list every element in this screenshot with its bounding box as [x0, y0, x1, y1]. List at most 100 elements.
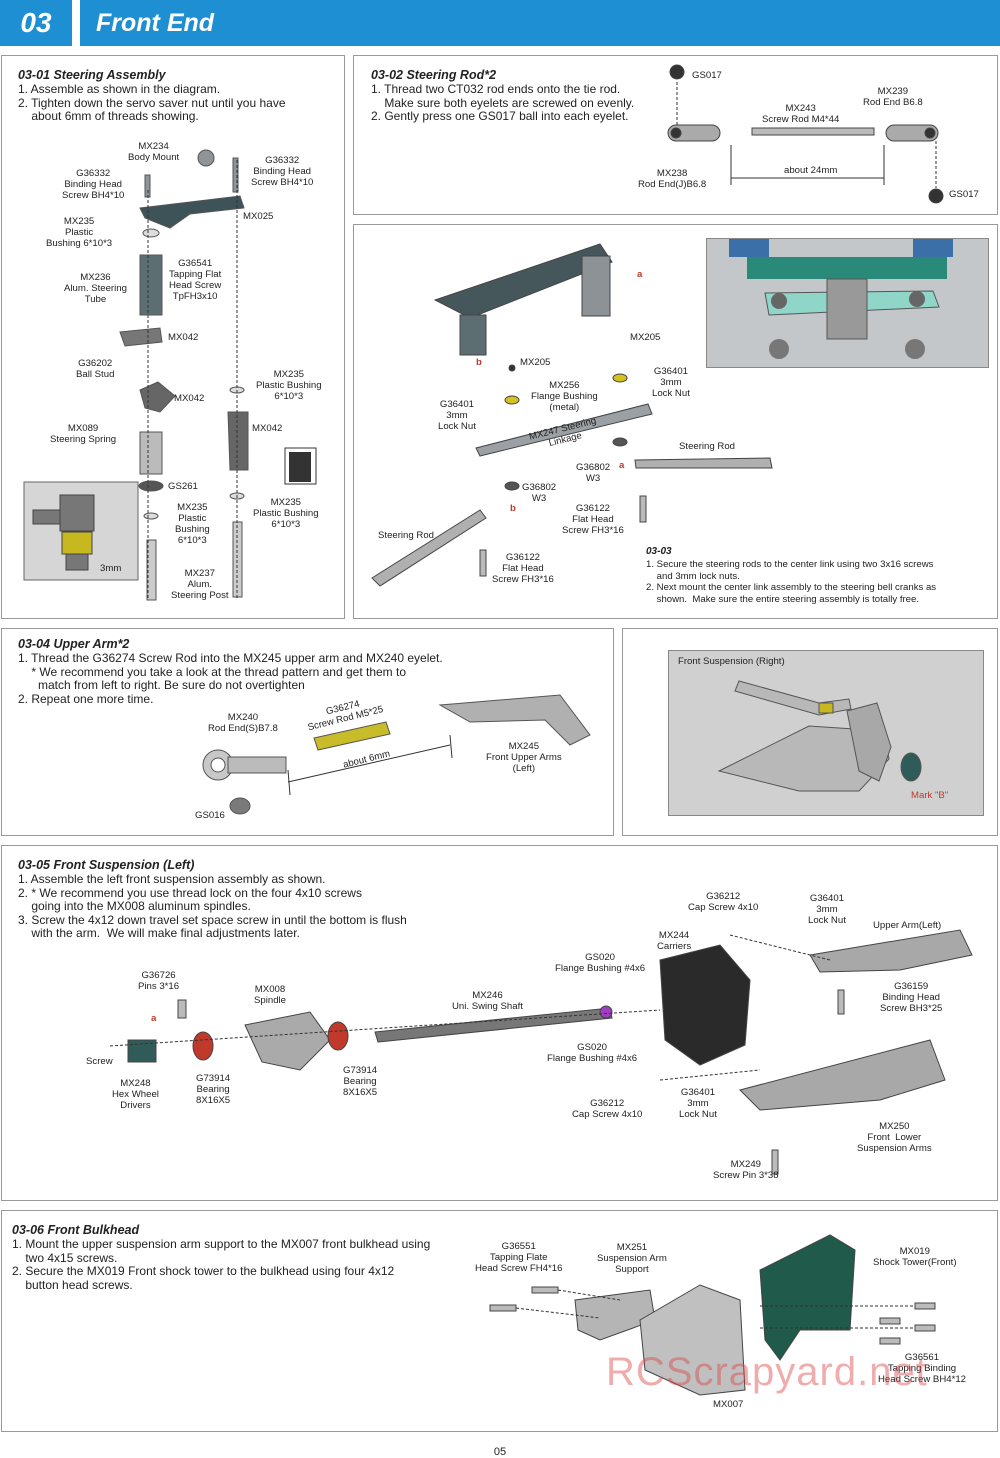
page-number: 05	[493, 1446, 507, 1458]
label-g36541: G36541 Tapping Flat Head Screw TpFH3x10	[169, 258, 222, 302]
label-mx205-left: MX205	[520, 357, 551, 368]
page-header: 03 Front End	[0, 0, 1000, 46]
label-mx251: MX251 Suspension Arm Support	[597, 1242, 667, 1275]
label-mx244: MX244 Carriers	[657, 930, 692, 952]
label-mx243: MX243 Screw Rod M4*44	[762, 103, 840, 125]
label-mx205-right: MX205	[630, 332, 661, 343]
label-mx246: MX246 Uni. Swing Shaft	[452, 990, 523, 1012]
label-mx250: MX250 Front Lower Suspension Arms	[857, 1121, 932, 1154]
front-suspension-right-diagram	[668, 650, 984, 816]
step-text: about 6mm of threads showing.	[18, 109, 199, 123]
label-g36802-left: G36802 W3	[522, 482, 557, 504]
label-gs020-top: GS020 Flange Bushing #4x6	[555, 952, 646, 974]
label-screw: Screw	[86, 1056, 113, 1067]
step-text: 2. * We recommend you use thread lock on…	[18, 885, 362, 900]
steps-03-03: 1. Secure the steering rods to the cente…	[646, 559, 936, 605]
label-mx235-lower-left: MX235 Plastic Bushing 6*10*3	[175, 502, 210, 546]
label-3mm: 3mm	[100, 563, 122, 574]
section-title-03-04: 03-04 Upper Arm*2	[18, 637, 130, 651]
label-mx008: MX008 Spindle	[254, 984, 287, 1006]
front-suspension-left-illustration	[109, 929, 973, 1175]
section-number: 03	[0, 0, 72, 46]
label-gs017-bottom: GS017	[949, 189, 979, 200]
label-mx007: MX007	[713, 1399, 744, 1410]
steering-assembly-illustration	[23, 149, 317, 601]
marker-a: a	[151, 1013, 157, 1024]
label-g36122-left: G36122 Flat Head Screw FH3*16	[492, 552, 554, 585]
label-mx025: MX025	[243, 211, 274, 222]
label-g36332-left: G36332 Binding Head Screw BH4*10	[62, 168, 125, 201]
label-g36212-bottom: G36212 Cap Screw 4x10	[572, 1098, 643, 1120]
chassis-photo-illustration	[707, 239, 988, 367]
label-gs017-top: GS017	[692, 70, 722, 81]
label-mx239: MX239 Rod End B6.8	[863, 86, 923, 108]
label-mx237: MX237 Alum. Steering Post	[171, 568, 229, 601]
label-gs261: GS261	[168, 481, 198, 492]
front-suspension-right-title: Front Suspension (Right)	[678, 656, 785, 667]
label-steering-rod-left: Steering Rod	[378, 530, 434, 541]
label-steering-rod-right: Steering Rod	[679, 441, 735, 452]
step-text: 3. Screw the 4x12 down travel set space …	[18, 912, 407, 927]
section-title-03-06: 03-06 Front Bulkhead	[12, 1223, 140, 1237]
step-text: 1. Assemble as shown in the diagram.	[18, 82, 221, 96]
step-text: 2. Secure the MX019 Front shock tower to…	[12, 1264, 395, 1278]
upper-arm-illustration	[202, 694, 591, 815]
steps-03-05: 1. Assemble the left front suspension as…	[18, 872, 407, 941]
label-mx235-top: MX235 Plastic Bushing 6*10*3	[46, 216, 113, 249]
label-mx235-right: MX235 Plastic Bushing 6*10*3	[256, 369, 322, 402]
step-text: shown. Make sure the entire steering ass…	[646, 593, 920, 605]
label-g36202: G36202 Ball Stud	[76, 358, 115, 380]
label-mx234: MX234 Body Mount	[128, 141, 180, 163]
label-mark-b: Mark "B"	[911, 790, 949, 801]
label-mx256: MX256 Flange Bushing (metal)	[531, 380, 598, 413]
label-mx238: MX238 Rod End(J)B6.8	[638, 168, 707, 190]
label-g36561: G36561 Tapping Binding Head Screw BH4*12	[878, 1352, 966, 1385]
steps-03-02: 1. Thread two CT032 rod ends onto the ti…	[371, 82, 635, 124]
page-title: Front End	[80, 0, 1000, 46]
label-g36401-right: G36401 3mm Lock Nut	[652, 366, 690, 399]
step-text: 1. Thread the G36274 Screw Rod into the …	[18, 651, 443, 665]
step-text: 1. Mount the upper suspension arm suppor…	[12, 1237, 431, 1251]
step-text: going into the MX008 aluminum spindles.	[18, 899, 251, 913]
step-text: 1. Secure the steering rods to the cente…	[646, 559, 934, 570]
section-title-03-05: 03-05 Front Suspension (Left)	[18, 858, 195, 872]
label-g36401-top: G36401 3mm Lock Nut	[808, 893, 846, 926]
label-g36159: G36159 Binding Head Screw BH3*25	[880, 981, 943, 1014]
watermark: RCScrapyard.net	[606, 1350, 928, 1394]
marker-b-bottom: b	[510, 503, 516, 514]
steering-rod-illustration	[667, 64, 944, 204]
label-mx240: MX240 Rod End(S)B7.8	[208, 712, 278, 734]
label-mx042-c: MX042	[252, 423, 283, 434]
step-text: 2. Tighten down the servo saver nut unti…	[18, 95, 286, 110]
step-text: * We recommend you take a look at the th…	[18, 664, 407, 679]
front-suspension-right-illustration	[669, 651, 983, 815]
section-title-03-02: 03-02 Steering Rod*2	[371, 68, 497, 82]
step-text: with the arm. We will make final adjustm…	[18, 926, 300, 940]
step-text: 2. Next mount the center link assembly t…	[646, 582, 937, 593]
panel-03-04	[1, 628, 614, 836]
label-mx248: MX248 Hex Wheel Drivers	[112, 1078, 159, 1111]
step-text: Make sure both eyelets are screwed on ev…	[371, 95, 635, 110]
label-g36332-right: G36332 Binding Head Screw BH4*10	[251, 155, 314, 188]
label-mx245: MX245 Front Upper Arms (Left)	[486, 741, 562, 774]
label-g36212-top: G36212 Cap Screw 4x10	[688, 891, 759, 913]
label-mx235-lower-right: MX235 Plastic Bushing 6*10*3	[253, 497, 319, 530]
section-title-03-03: 03-03	[646, 546, 672, 557]
label-upper-arm-left: Upper Arm(Left)	[873, 920, 942, 931]
label-g36401-left: G36401 3mm Lock Nut	[438, 399, 476, 432]
label-g36122-right: G36122 Flat Head Screw FH3*16	[562, 503, 624, 536]
step-text: 2. Gently press one GS017 ball into each…	[371, 109, 629, 123]
step-text: and 3mm lock nuts.	[646, 570, 740, 582]
label-g36551: G36551 Tapping Flate Head Screw FH4*16	[475, 1241, 563, 1274]
label-g73914-left: G73914 Bearing 8X16X5	[196, 1073, 231, 1106]
label-gs020-bottom: GS020 Flange Bushing #4x6	[547, 1042, 638, 1064]
label-g73914-right: G73914 Bearing 8X16X5	[343, 1065, 378, 1098]
label-mx089: MX089 Steering Spring	[50, 423, 117, 445]
label-g36726: G36726 Pins 3*16	[138, 970, 180, 992]
steering-linkage-illustration	[371, 243, 773, 587]
label-gs016: GS016	[195, 810, 225, 821]
marker-a-top: a	[637, 269, 643, 280]
step-text: 1. Assemble the left front suspension as…	[18, 872, 326, 886]
marker-a-bottom: a	[619, 460, 625, 471]
